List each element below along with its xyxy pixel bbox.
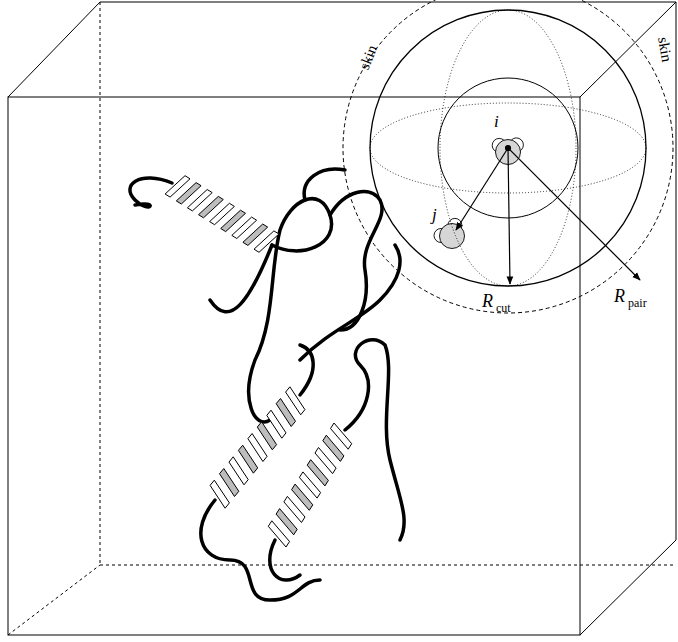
radius-label: R xyxy=(482,292,493,310)
protein-helix xyxy=(254,231,279,252)
protein-coil xyxy=(210,245,272,312)
skin-label: skin xyxy=(655,36,674,63)
protein-coil xyxy=(304,169,345,200)
protein-helix xyxy=(331,423,352,449)
radius-label: cut xyxy=(496,302,511,314)
atom-label: j xyxy=(432,206,437,223)
radius-arrows xyxy=(456,146,640,285)
radius-label: pair xyxy=(628,297,647,309)
protein-coil xyxy=(300,345,313,395)
protein-coil xyxy=(330,192,382,330)
skin-label: skin xyxy=(357,43,380,72)
cutoff-spheres xyxy=(343,0,673,313)
radius-label: R xyxy=(614,287,625,305)
protein-helix xyxy=(286,387,305,415)
protein-coil xyxy=(130,178,172,207)
atom-label: i xyxy=(494,113,499,130)
water-molecules xyxy=(434,138,523,249)
protein-coil xyxy=(345,340,404,540)
box-outline xyxy=(8,2,676,635)
protein xyxy=(130,169,404,600)
